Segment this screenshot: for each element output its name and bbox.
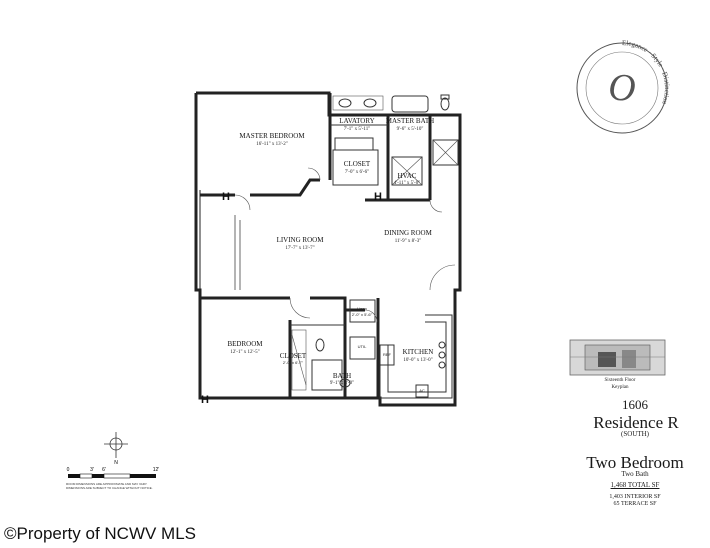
doors xyxy=(234,167,456,323)
interior-sf: 1,403 INTERIOR SF xyxy=(609,494,661,500)
unit-number: 1606 xyxy=(622,397,648,412)
ref-label: REF xyxy=(383,352,392,357)
north-label: N xyxy=(114,460,118,466)
interior-walls xyxy=(200,93,459,399)
keyplan-caption: Keyplan xyxy=(611,385,629,390)
scale-tick-0: 0 xyxy=(67,467,70,473)
living-room-dim: 17'-7" x 13'-7" xyxy=(285,246,314,251)
linen-label: Linen xyxy=(357,306,367,311)
column-markers: H H H xyxy=(201,191,382,406)
scale-bar: N 0 3' 6' 12' xyxy=(67,432,160,479)
unit-orientation: (SOUTH) xyxy=(621,430,649,438)
svg-text:H: H xyxy=(222,191,230,203)
svg-text:H: H xyxy=(201,394,209,406)
ac-label: AC xyxy=(419,388,425,393)
logo-monogram: O xyxy=(608,67,635,109)
master-bedroom-dim: 16'-11" x 13'-2" xyxy=(256,142,288,147)
kitchen-label: KITCHEN xyxy=(403,348,434,356)
scale-tick-1: 3' xyxy=(90,467,94,473)
closet-master-dim: 7'-0" x 6'-6" xyxy=(345,170,369,175)
bedroom-label: BEDROOM xyxy=(227,340,263,348)
mls-watermark: ©Property of NCWV MLS xyxy=(4,524,197,543)
hvac-label: HVAC xyxy=(398,172,417,180)
room-labels: MASTER BEDROOM 16'-11" x 13'-2" LAVATORY… xyxy=(227,117,434,393)
lavatory-label: LAVATORY xyxy=(339,117,374,125)
kitchen-dim: 10'-0" x 13'-0" xyxy=(403,358,432,363)
master-bedroom-label: MASTER BEDROOM xyxy=(239,132,305,140)
scale-tick-2: 6' xyxy=(102,467,106,473)
fixtures xyxy=(291,94,450,391)
bath-count: Two Bath xyxy=(621,470,649,478)
dining-room-label: DINING ROOM xyxy=(384,229,432,237)
master-bath-dim: 9'-6" x 5'-10" xyxy=(397,127,424,132)
bath-dim: 9'-1" x 8'-0" xyxy=(330,381,354,386)
scale-tick-3: 12' xyxy=(153,467,160,473)
closet-master-label: CLOSET xyxy=(344,160,371,168)
total-sf: 1,468 TOTAL SF xyxy=(610,481,660,489)
lavatory-dim: 7'-1" x 5'-11" xyxy=(344,127,371,132)
hvac-dim: 4'-11" x 5'-0" xyxy=(394,181,421,186)
scale-disclaimer: ROOM DIMENSIONS ARE APPROXIMATE AND MAY … xyxy=(66,482,153,490)
bath-label: BATH xyxy=(333,372,351,380)
keyplan xyxy=(569,339,666,376)
bedroom-dim: 12'-1" x 12'-5" xyxy=(230,350,259,355)
dining-room-dim: 11'-9" x 8'-3" xyxy=(395,239,422,244)
keyplan-floor: Sixteenth Floor xyxy=(604,378,636,383)
util-label: UTIL xyxy=(358,344,367,349)
svg-text:H: H xyxy=(374,191,382,203)
linen-dim: 2'-0" x 5'-6" xyxy=(352,312,373,317)
closet-bedroom-dim: 2'-0" x 6'-7" xyxy=(283,360,304,365)
closet-bedroom-label: CLOSET xyxy=(280,352,307,360)
brand-logo: Elegance · Style · Distinction O xyxy=(576,39,671,134)
terrace-sf: 65 TERRACE SF xyxy=(613,501,657,507)
living-room-label: LIVING ROOM xyxy=(277,236,325,244)
residence-name: Residence R xyxy=(593,413,679,432)
bedroom-count: Two Bedroom xyxy=(586,453,684,472)
master-bath-label: MASTER BATH xyxy=(386,117,434,125)
